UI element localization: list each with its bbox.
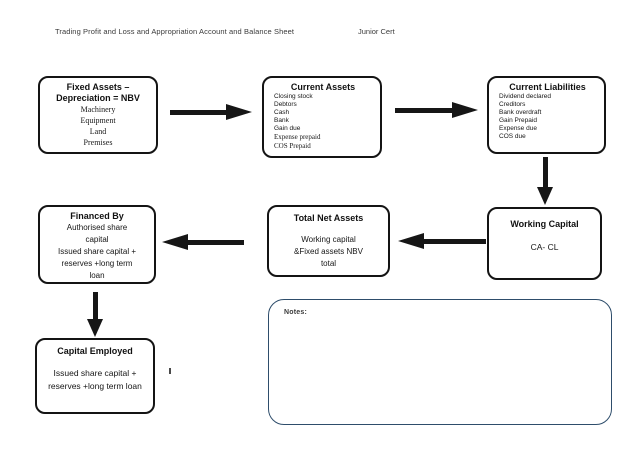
arrow-down	[87, 292, 103, 337]
arrow-right	[170, 104, 252, 120]
box-current-assets: Current Assets Closing stock Debtors Cas…	[262, 76, 382, 158]
slide-header-course: Junior Cert	[358, 27, 395, 36]
box-title: Total Net Assets	[293, 213, 364, 223]
slide-header-title: Trading Profit and Loss and Appropriatio…	[55, 27, 295, 36]
arrow-shaft	[188, 239, 244, 245]
box-item: Creditors	[499, 101, 526, 108]
arrow-head-right-icon	[452, 102, 478, 118]
box-item: Gain Prepaid	[499, 117, 537, 124]
box-body: Working capital &Fixed assets NBV total	[269, 234, 388, 270]
box-title: Current Liabilities	[509, 82, 586, 92]
box-item: Expense due	[499, 125, 537, 132]
box-body-line: Working capital	[301, 235, 356, 244]
box-title: Current Assets	[290, 82, 356, 92]
box-body: Authorised share capital Issued share ca…	[40, 222, 154, 282]
box-body-line: Issued share capital +	[57, 247, 137, 256]
box-body-line: total	[320, 259, 337, 268]
box-item: Dividend declared	[499, 93, 552, 100]
arrow-head-right-icon	[226, 104, 252, 120]
box-item: Bank overdraft	[499, 109, 542, 116]
box-title: Financed By	[70, 211, 124, 221]
box-items: Closing stock Debtors Cash Bank Gain due…	[274, 93, 372, 151]
box-financed-by: Financed By Authorised share capital Iss…	[38, 205, 156, 284]
arrow-head-left-icon	[162, 234, 188, 250]
box-fixed-assets: Fixed Assets – Depreciation = NBV Machin…	[38, 76, 158, 154]
box-body-line: reserves +long term	[61, 259, 133, 268]
box-body-line: Issued share capital +	[53, 368, 137, 378]
box-body-line: &Fixed assets NBV	[294, 247, 363, 256]
box-items: Machinery Equipment Land Premises	[40, 104, 156, 148]
box-body-line: capital	[85, 235, 109, 244]
box-title: Capital Employed	[57, 346, 133, 356]
box-item: Expense prepaid	[274, 133, 321, 141]
box-items: Dividend declared Creditors Bank overdra…	[499, 93, 596, 141]
box-item: Debtors	[274, 101, 297, 108]
arrow-left	[398, 233, 486, 249]
box-body-line: Authorised share	[66, 223, 128, 232]
box-item: Bank	[274, 117, 289, 124]
arrow-head-down-icon	[87, 319, 103, 337]
box-item: Premises	[83, 138, 113, 147]
box-title-line: Fixed Assets –	[66, 82, 130, 92]
arrow-shaft	[92, 292, 98, 319]
box-current-liabilities: Current Liabilities Dividend declared Cr…	[487, 76, 606, 154]
arrow-shaft	[170, 109, 226, 115]
box-capital-employed: Capital Employed Issued share capital + …	[35, 338, 155, 414]
box-item: Closing stock	[274, 93, 313, 100]
box-item: Equipment	[80, 116, 116, 125]
box-title: Working Capital	[510, 219, 579, 229]
arrow-left	[162, 234, 244, 250]
arrow-shaft	[424, 238, 486, 244]
box-item: Gain due	[274, 125, 301, 132]
box-item: COS Prepaid	[274, 142, 311, 150]
box-title: Fixed Assets – Depreciation = NBV	[40, 82, 156, 104]
arrow-shaft	[542, 157, 548, 187]
arrow-shaft	[395, 107, 452, 113]
arrow-right	[395, 102, 478, 118]
box-item: COS due	[499, 133, 526, 140]
box-body-line: reserves +long term loan	[48, 381, 142, 391]
box-title-line: Depreciation = NBV	[56, 93, 140, 103]
box-body-line: loan	[89, 271, 105, 280]
notes-label: Notes:	[284, 309, 307, 316]
arrow-down	[537, 157, 553, 205]
working-capital-formula: CA- CL	[530, 242, 559, 252]
notes-box: Notes:	[268, 299, 612, 425]
box-total-net-assets: Total Net Assets Working capital &Fixed …	[267, 205, 390, 277]
arrow-head-down-icon	[537, 187, 553, 205]
box-item: Cash	[274, 109, 290, 116]
arrow-head-left-icon	[398, 233, 424, 249]
box-item: Machinery	[80, 105, 116, 114]
box-item: Land	[89, 127, 107, 136]
box-body: Issued share capital + reserves +long te…	[37, 367, 153, 393]
box-working-capital: Working Capital CA- CL	[487, 207, 602, 280]
stray-mark	[169, 368, 171, 374]
